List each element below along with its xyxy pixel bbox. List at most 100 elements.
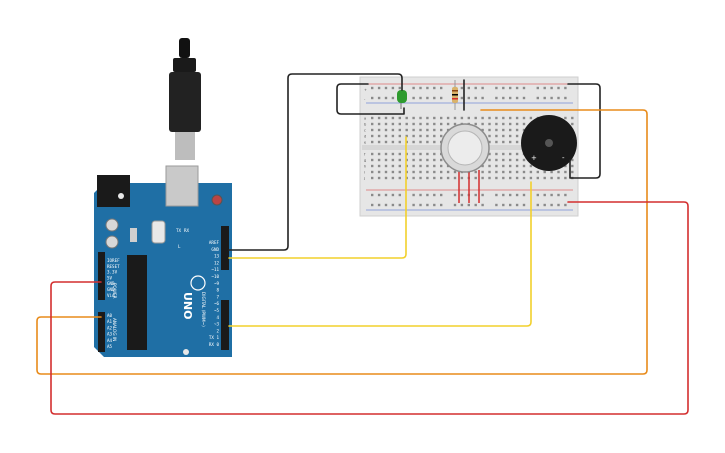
breadboard-hole	[433, 86, 436, 90]
header-power	[98, 252, 105, 300]
breadboard-hole	[412, 203, 415, 207]
breadboard-hole	[536, 96, 539, 100]
resistor-band-3	[452, 98, 458, 100]
breadboard-hole	[481, 193, 484, 197]
pin-label: ~9	[214, 281, 220, 286]
breadboard-hole	[412, 164, 415, 168]
breadboard-hole	[398, 152, 401, 156]
breadboard-hole	[384, 116, 388, 120]
breadboard-hole	[426, 128, 429, 132]
breadboard-hole	[509, 152, 512, 156]
breadboard-hole	[426, 203, 429, 207]
breadboard-hole	[536, 203, 539, 207]
breadboard-hole	[433, 128, 436, 132]
breadboard-hole	[371, 158, 374, 162]
breadboard-row-label: g	[364, 158, 366, 162]
breadboard-hole	[371, 96, 374, 100]
resistor-band-2	[452, 94, 458, 96]
breadboard-row-label: b	[364, 122, 367, 126]
breadboard-hole	[371, 203, 374, 207]
breadboard-hole	[391, 96, 395, 100]
breadboard-hole	[371, 116, 374, 120]
breadboard-hole	[529, 164, 533, 168]
wire-black-buzzer	[567, 83, 601, 179]
breadboard-hole	[474, 122, 477, 126]
breadboard-hole	[509, 122, 512, 126]
usb-plug-top	[173, 58, 196, 72]
breadboard-hole	[440, 128, 443, 132]
breadboard-hole	[384, 164, 388, 168]
breadboard-hole	[509, 86, 512, 90]
breadboard-hole	[440, 116, 443, 120]
breadboard-hole	[426, 152, 429, 156]
breadboard-hole	[398, 170, 401, 174]
breadboard-hole	[564, 116, 567, 120]
breadboard-hole	[502, 116, 505, 120]
breadboard-hole	[495, 86, 498, 90]
breadboard-hole	[481, 122, 484, 126]
breadboard-hole	[405, 122, 408, 126]
breadboard-hole	[495, 170, 498, 174]
breadboard-hole	[412, 152, 415, 156]
breadboard-hole	[543, 176, 546, 180]
breadboard-hole	[571, 164, 574, 168]
breadboard-hole	[405, 134, 408, 138]
breadboard-hole	[419, 176, 422, 180]
breadboard-hole	[391, 164, 395, 168]
breadboard-hole	[481, 170, 484, 174]
breadboard-hole	[446, 116, 450, 120]
pin-label: 12	[214, 260, 220, 265]
breadboard-hole	[522, 203, 526, 207]
breadboard-hole	[371, 134, 374, 138]
breadboard-hole	[377, 164, 381, 168]
breadboard-hole	[453, 116, 457, 120]
breadboard-hole	[384, 158, 388, 162]
led-label-rx: RX	[184, 228, 190, 233]
led-body	[397, 90, 407, 103]
breadboard-hole	[391, 134, 395, 138]
breadboard-hole	[488, 122, 491, 126]
breadboard-hole	[474, 96, 477, 100]
breadboard-hole	[391, 203, 395, 207]
breadboard-hole	[543, 86, 546, 90]
breadboard-hole	[474, 176, 477, 180]
breadboard-hole	[433, 140, 436, 144]
mounting-hole-1	[183, 349, 189, 355]
pin-label: 3.3V	[107, 270, 118, 275]
usb-cable-cord	[179, 38, 190, 58]
green-led	[397, 90, 407, 109]
breadboard-hole	[371, 176, 374, 180]
breadboard-hole	[391, 86, 395, 90]
wires	[36, 73, 689, 415]
pin-label: 4	[216, 315, 219, 320]
pin-label: 7	[216, 294, 219, 299]
breadboard-hole	[509, 158, 512, 162]
breadboard-hole	[474, 193, 477, 197]
power-jack	[97, 175, 130, 207]
breadboard-hole	[419, 152, 422, 156]
breadboard-row-label: e	[364, 140, 367, 144]
breadboard-hole	[571, 170, 574, 174]
breadboard-hole	[419, 193, 422, 197]
usb-cable	[169, 38, 201, 160]
breadboard-hole	[433, 193, 436, 197]
breadboard-hole	[488, 140, 491, 144]
breadboard-hole	[426, 164, 429, 168]
breadboard-hole	[433, 170, 436, 174]
usb-plug-body	[169, 72, 201, 132]
breadboard-hole	[467, 96, 470, 100]
breadboard-hole	[495, 203, 498, 207]
breadboard-hole	[377, 134, 381, 138]
breadboard-hole	[488, 134, 491, 138]
breadboard-row-label: c	[364, 128, 366, 132]
breadboard-hole	[377, 176, 381, 180]
breadboard-hole	[543, 96, 546, 100]
breadboard-hole	[467, 203, 470, 207]
pin-label: A1	[107, 319, 113, 324]
usb-port	[165, 165, 199, 207]
breadboard-hole	[557, 170, 560, 174]
breadboard-hole	[377, 170, 381, 174]
pin-label: GND	[211, 247, 219, 252]
